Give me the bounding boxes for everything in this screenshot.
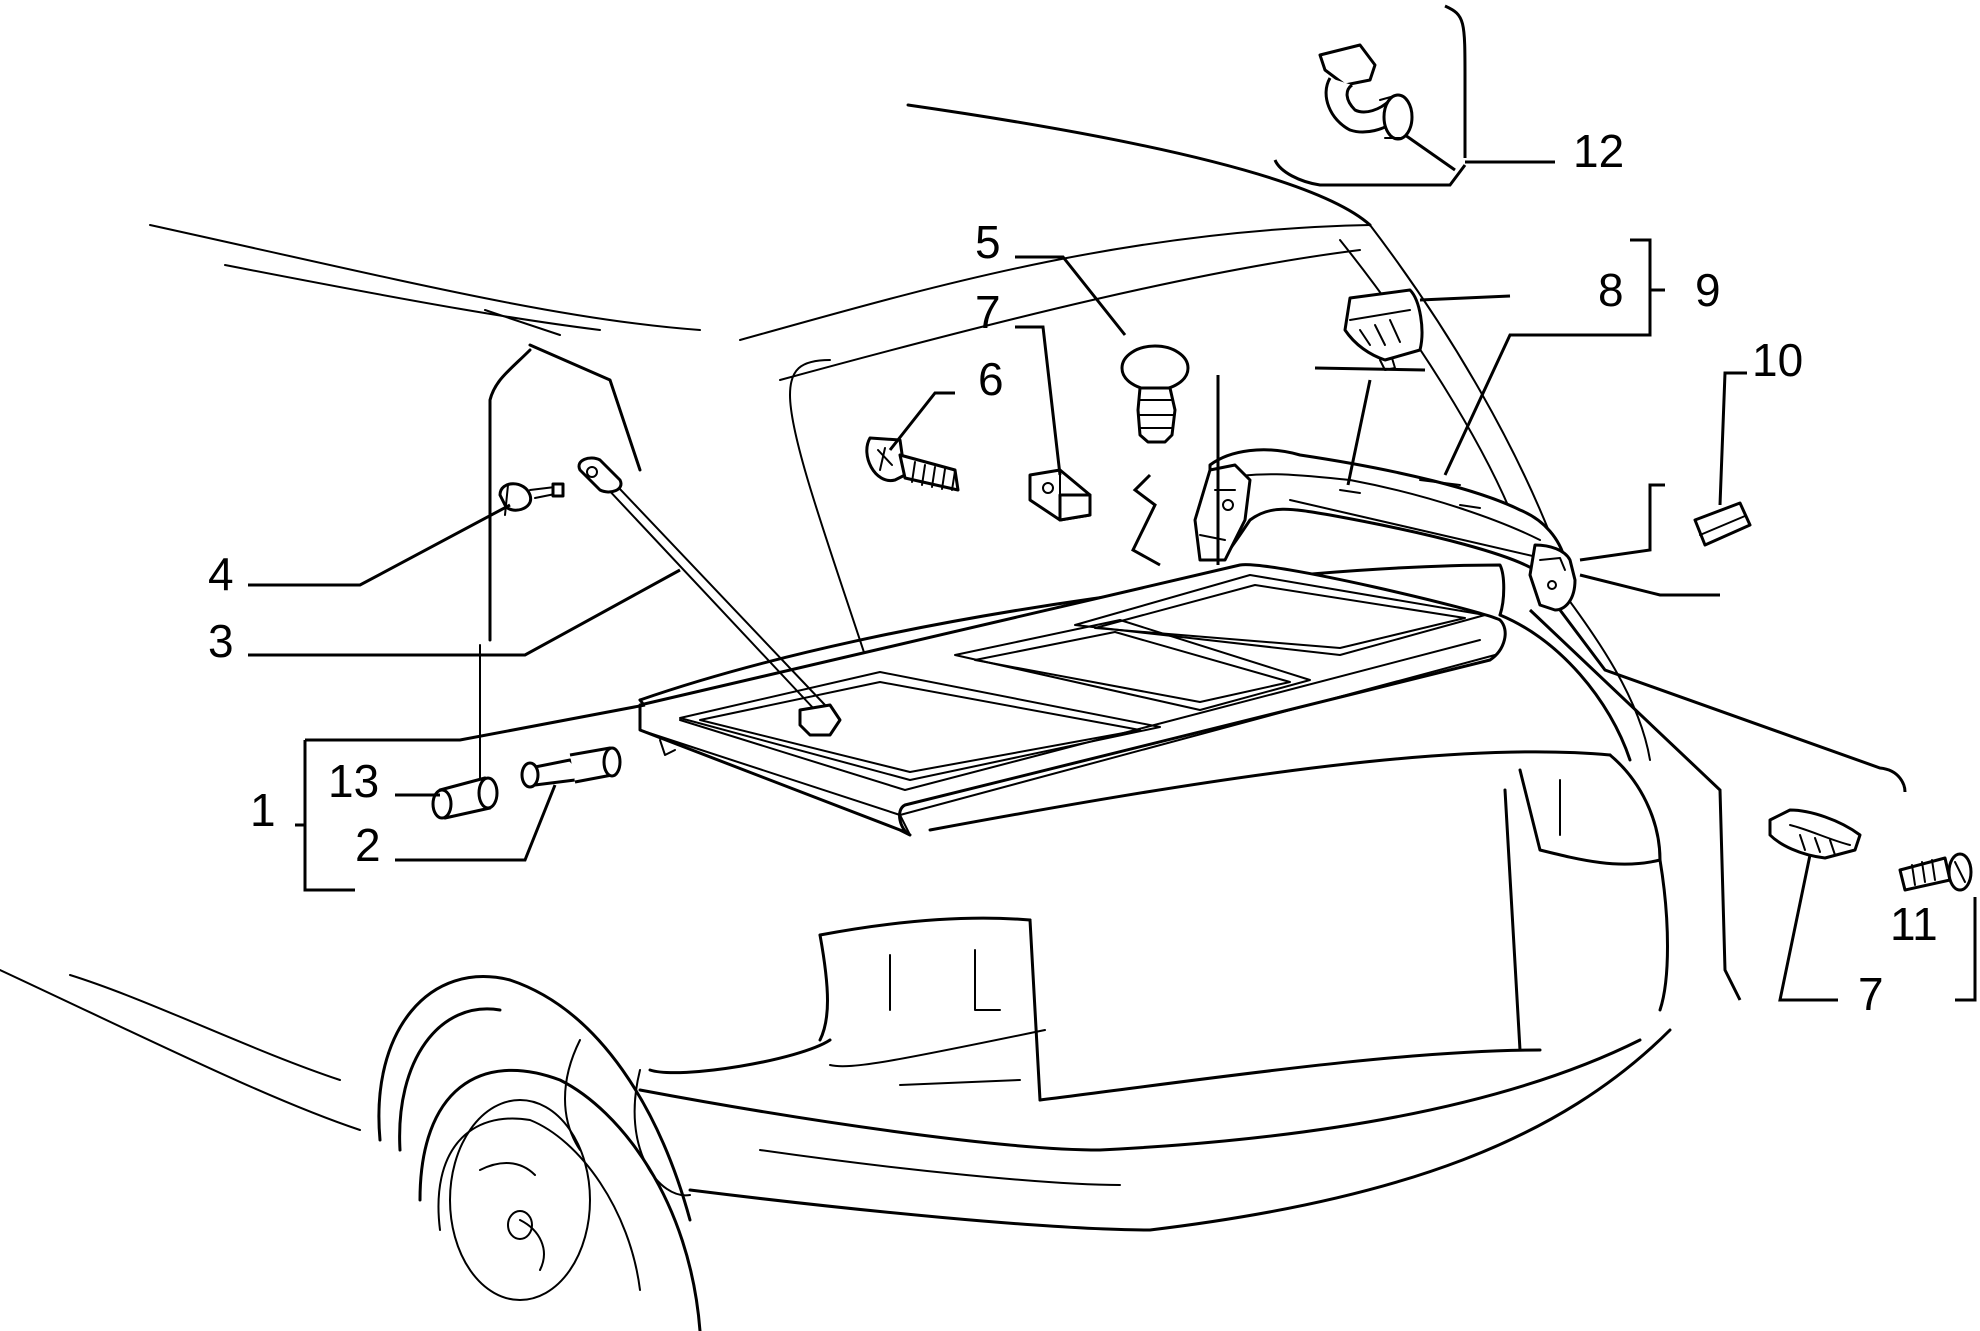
rear-support-assembly	[1193, 448, 1577, 612]
leader-lines	[248, 4, 1977, 1002]
callout-4: 4	[208, 548, 234, 600]
callout-6: 6	[978, 353, 1004, 405]
clip-nut-upper	[1028, 468, 1092, 522]
callout-3: 3	[208, 615, 234, 667]
callout-5: 5	[975, 216, 1001, 268]
parcel-shelf	[638, 563, 1507, 837]
cap	[1693, 501, 1752, 547]
clip-nut-lower	[1768, 808, 1862, 860]
callout-1: 1	[250, 784, 276, 836]
push-clip	[1120, 344, 1190, 444]
hanger-strap	[577, 456, 842, 737]
screw-11	[1898, 852, 1973, 892]
callout-12: 12	[1573, 125, 1624, 177]
callout-11: 11	[1890, 898, 1938, 950]
callout-10: 10	[1752, 334, 1803, 386]
callout-7-upper: 7	[975, 286, 1001, 338]
callout-labels: 12 5 7 6 8 9 10 4 3 13 1 2 11 7	[208, 125, 1938, 1020]
retaining-clip	[1318, 43, 1414, 141]
support-bracket	[1343, 288, 1424, 371]
pin	[520, 746, 622, 789]
bush	[431, 776, 499, 820]
callout-7-lower: 7	[1858, 968, 1884, 1020]
callout-9: 9	[1695, 264, 1721, 316]
rear-wheel	[377, 975, 702, 1331]
screw-6	[865, 436, 960, 492]
callout-2: 2	[355, 819, 381, 871]
callout-8: 8	[1598, 264, 1624, 316]
fastener	[498, 482, 565, 516]
callout-13: 13	[328, 755, 379, 807]
